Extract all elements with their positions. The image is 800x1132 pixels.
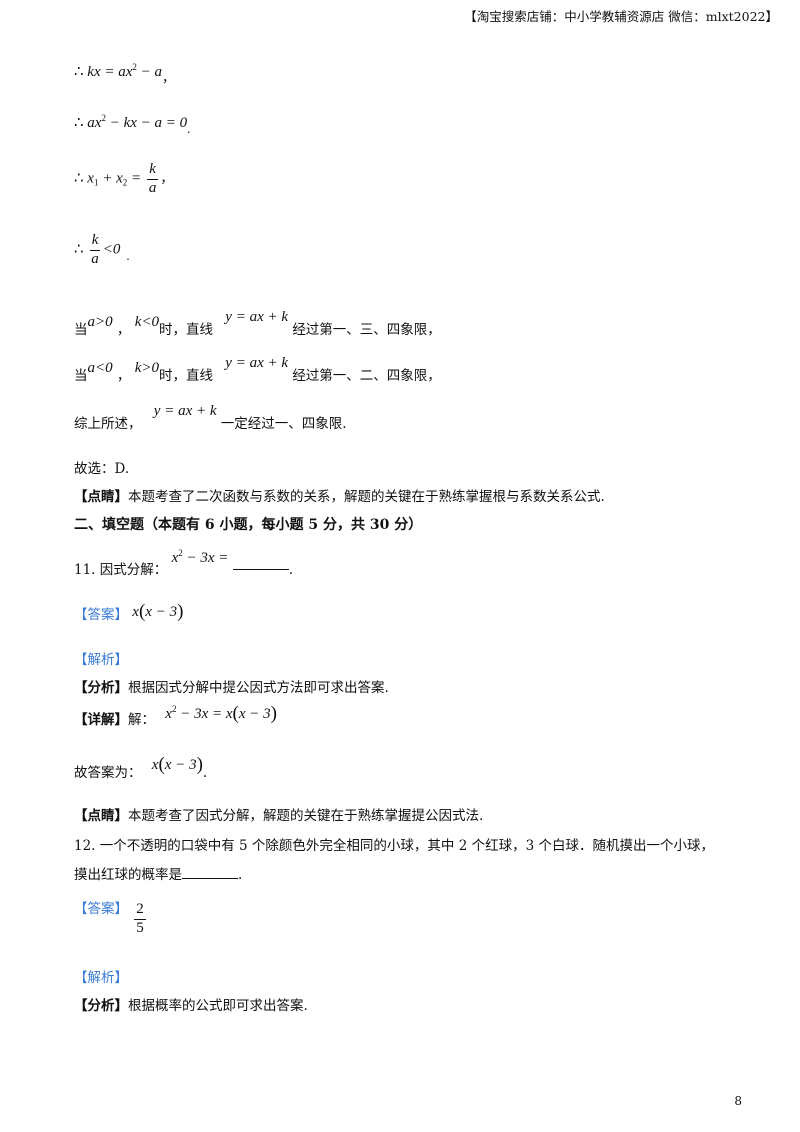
summary-line: 综上所述， y = ax + k 一定经过一、四象限.: [74, 403, 347, 432]
q11-comment: 【点睛】本题考查了因式分解，解题的关键在于熟练掌握提公因式法.: [74, 808, 484, 824]
q11-stem: 11. 因式分解： x2 − 3x = .: [74, 548, 293, 578]
q11-final: 故答案为： x(x − 3).: [74, 754, 208, 781]
q11-detail: 【详解】解： x2 − 3x = x(x − 3): [74, 703, 277, 728]
q12-analysis-tag: 【解析】: [74, 970, 128, 986]
q12-answer-blank: [182, 878, 238, 879]
q12-stem-line-1: 12. 一个不透明的口袋中有 5 个除颜色外完全相同的小球，其中 2 个红球，3…: [74, 838, 714, 854]
fraction-two-fifths: 2 5: [134, 901, 146, 936]
section-title: 二、填空题（本题有 6 小题，每小题 5 分，共 30 分）: [74, 517, 423, 533]
case-line-2: 当a<0 ， k>0时，直线 y = ax + k 经过第一、二、四象限，: [74, 355, 441, 384]
q11-fenxi: 【分析】根据因式分解中提公因式方法即可求出答案.: [74, 680, 389, 696]
q12-stem-line-2: 摸出红球的概率是.: [74, 867, 243, 883]
comment-prev: 【点睛】本题考查了二次函数与系数的关系，解题的关键在于熟练掌握根与系数关系公式.: [74, 489, 605, 505]
choice-line: 故选：D.: [74, 461, 130, 477]
fraction-k-over-a: k a: [147, 161, 158, 196]
q12-answer: 【答案】 2 5: [74, 900, 146, 936]
q11-answer-blank: [232, 569, 289, 570]
step-line-3: ∴ x1 + x2 = k a ，: [74, 161, 174, 196]
page-number: 8: [734, 1094, 742, 1108]
q11-answer: 【答案】 x(x − 3): [74, 601, 184, 623]
step-line-1: ∴ kx = ax2 − a，: [74, 62, 176, 85]
header-shop-text: 【淘宝搜索店铺：中小学教辅资源店 微信：mlxt2022】: [464, 9, 778, 24]
q11-analysis-tag: 【解析】: [74, 652, 128, 668]
step-line-2: ∴ ax2 − kx − a = 0.: [74, 113, 191, 136]
fraction-k-over-a: k a: [89, 232, 101, 267]
step-line-4: ∴ k a <0.: [74, 232, 130, 267]
case-line-1: 当a>0 ， k<0时，直线 y = ax + k 经过第一、三、四象限，: [74, 309, 441, 338]
q12-fenxi: 【分析】根据概率的公式即可求出答案.: [74, 998, 308, 1014]
